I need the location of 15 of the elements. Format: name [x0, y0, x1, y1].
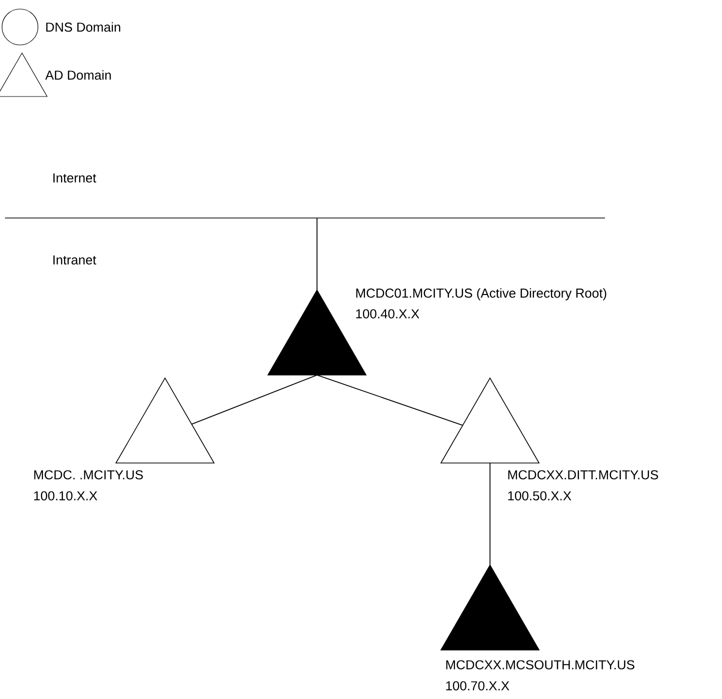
domain-label: MCDCXX.DITT.MCITY.US	[508, 470, 658, 480]
legend-label: AD Domain	[45, 70, 111, 80]
domain-label: 100.70.X.X	[446, 681, 510, 690]
domain-label: 100.40.X.X	[356, 309, 420, 318]
domain-label: MCDCXX.MCSOUTH.MCITY.US	[446, 660, 634, 670]
zone-label: Internet	[53, 173, 96, 183]
domain-label: MCDC01.MCITY.US (Active Directory Root)	[356, 288, 606, 300]
zone-label: Intranet	[53, 255, 96, 265]
connector-line	[316, 218, 318, 290]
domain-label: MCDC. .MCITY.US	[34, 470, 143, 480]
legend-label: DNS Domain	[46, 22, 120, 32]
connector-line	[316, 374, 464, 426]
domain-label: 100.10.X.X	[34, 491, 98, 500]
domain-label: 100.50.X.X	[508, 491, 572, 500]
connector-line	[191, 374, 318, 425]
